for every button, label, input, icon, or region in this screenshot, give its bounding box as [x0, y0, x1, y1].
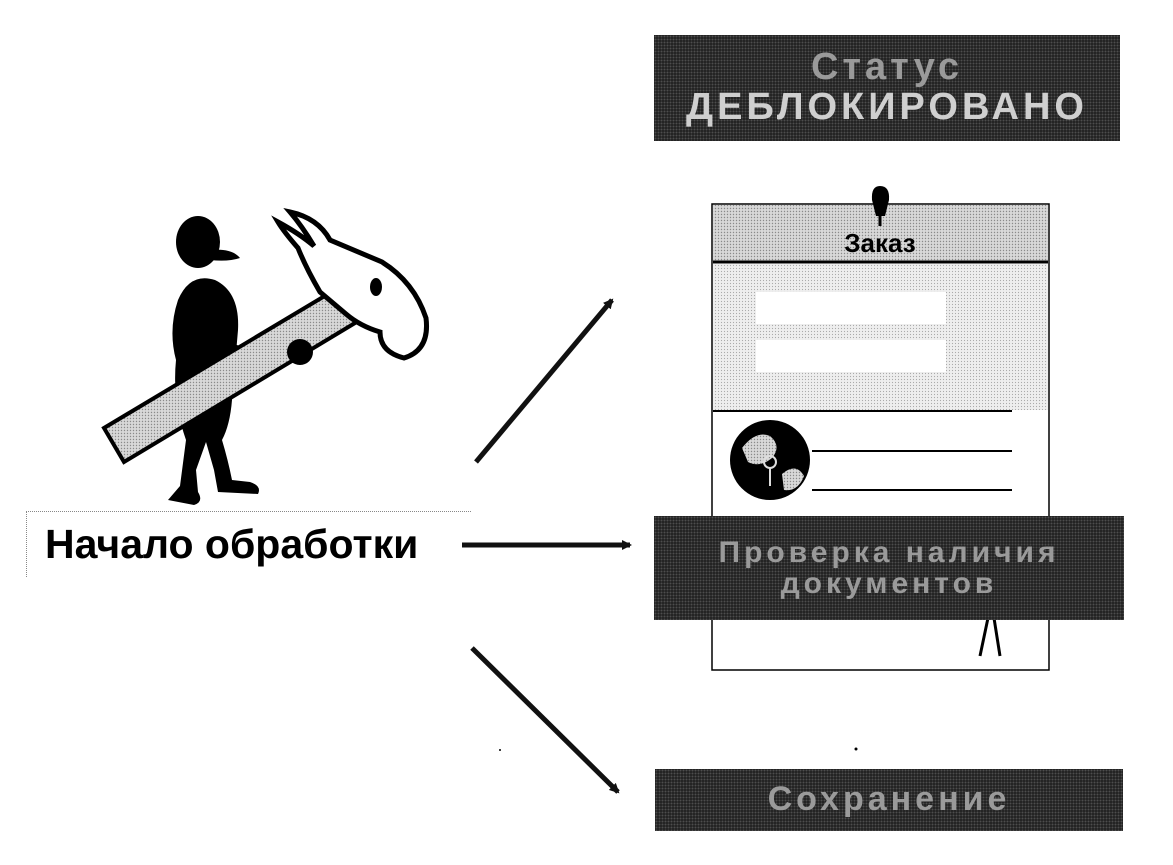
check-line-1: Проверка наличия — [718, 535, 1060, 569]
worker-with-hammer-icon — [101, 208, 430, 505]
globe-icon — [730, 420, 810, 500]
pushpin-icon — [871, 186, 890, 226]
save-text: Сохранение — [767, 780, 1011, 819]
status-unblocked-box: Статус ДЕБЛОКИРОВАНО — [654, 35, 1120, 141]
arrow-to-status — [474, 298, 614, 464]
check-line-2: документов — [780, 567, 998, 600]
start-processing-label: Начало обработки — [26, 511, 471, 577]
save-box: Сохранение — [655, 769, 1123, 831]
document-title: Заказ — [844, 228, 916, 258]
status-line-1: Статус — [810, 46, 964, 89]
status-line-2: ДЕБЛОКИРОВАНО — [686, 86, 1088, 128]
pen-icon — [978, 617, 1002, 657]
arrow-to-save — [470, 646, 620, 794]
document-check-box: Проверка наличия документов — [654, 516, 1124, 620]
start-processing-text: Начало обработки — [45, 521, 419, 567]
